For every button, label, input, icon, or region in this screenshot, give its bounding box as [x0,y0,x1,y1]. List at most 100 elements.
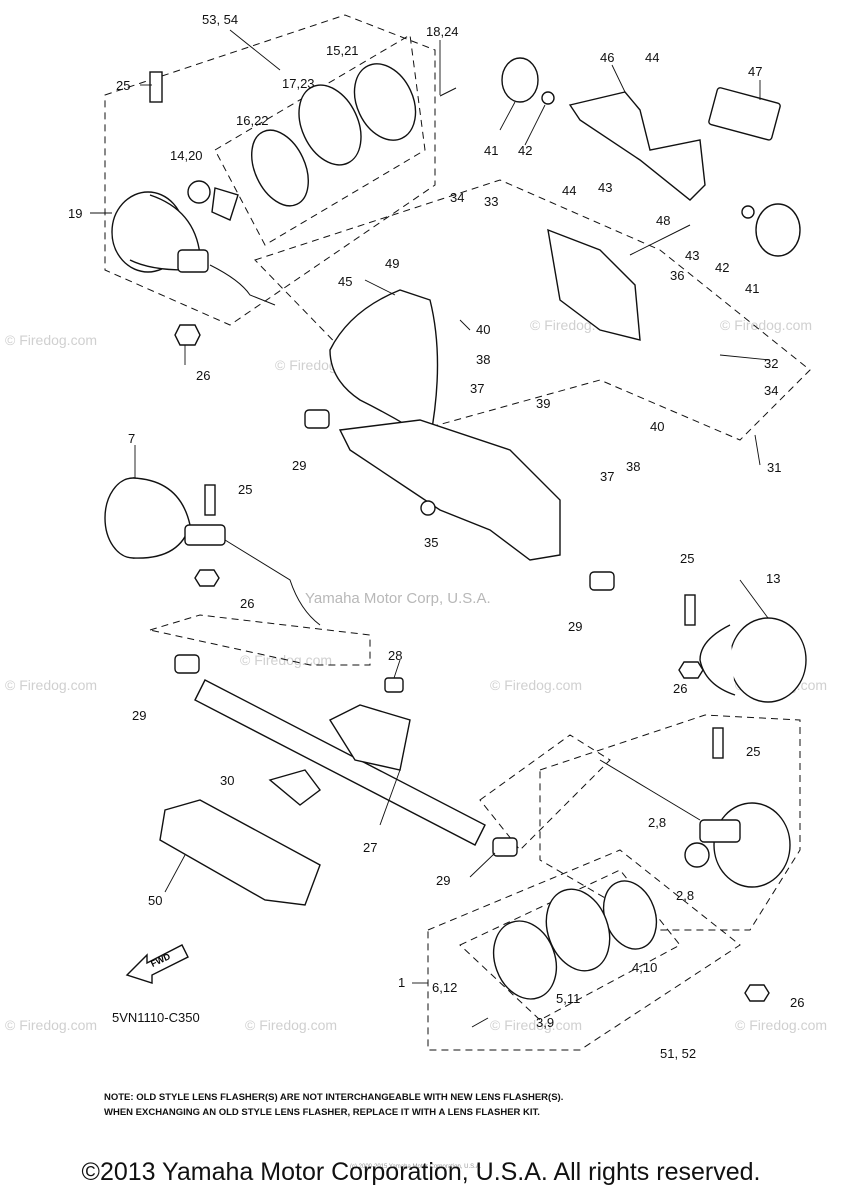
part-label: 27 [363,840,377,855]
outline-wire-center [479,734,611,851]
part-label: 26 [790,995,804,1010]
bracket-plate [547,228,641,341]
part-label: 29 [292,458,306,473]
screw-18 [439,87,457,97]
part-label: 44 [562,183,576,198]
leader-lines [90,29,771,984]
tube-27 [194,679,486,846]
part-label: 40 [476,322,490,337]
part-label: 3,9 [536,1015,554,1030]
part-label: 17,23 [282,76,315,91]
bulb-2 [684,842,710,868]
nut-26-top [174,324,201,346]
part-label: 2,8 [648,815,666,830]
part-label: 50 [148,893,162,908]
bolt-25-rear [712,727,724,759]
watermark: © Firedog.com [735,1017,827,1033]
reflector-41-right [755,203,801,257]
part-label: 28 [388,648,402,663]
grommet-29-bottom [492,837,518,857]
part-label: 29 [568,619,582,634]
part-label: 25 [238,482,252,497]
grommet-29-top [304,409,330,429]
part-label: 41 [484,143,498,158]
gasket-16 [251,129,309,207]
watermark: © Firedog.com [720,317,812,333]
flasher-13-body [699,624,736,696]
part-label: 26 [196,368,210,383]
bolt-25-right [684,594,696,626]
part-label: 7 [128,431,135,446]
washer-42 [541,91,555,105]
reflector-47 [708,87,781,141]
flasher-rear-body [713,802,791,888]
part-label: 31 [767,460,781,475]
part-label: 43 [685,248,699,263]
grommet-35 [420,500,436,516]
part-label: 33 [484,194,498,209]
watermark: © Firedog.com [5,332,97,348]
washer-42-right [741,205,755,219]
part-label: 42 [518,143,532,158]
part-label: 19 [68,206,82,221]
screw-6 [471,1017,489,1028]
copyright: ©2013 Yamaha Motor Corporation, U.S.A. A… [81,1158,761,1186]
grommet-29-left [174,654,200,674]
part-label: 44 [645,50,659,65]
part-label: 35 [424,535,438,550]
ring-17 [298,84,362,166]
fwd-arrow: FWD [122,935,192,990]
part-label: 14,20 [170,148,203,163]
watermark: © Firedog.com [5,1017,97,1033]
outline-rear-flasher [539,714,801,931]
part-label: 29 [132,708,146,723]
note-line: WHEN EXCHANGING AN OLD STYLE LENS FLASHE… [104,1107,540,1118]
part-label: 15,21 [326,43,359,58]
part-label: 46 [600,50,614,65]
part-label: 4,10 [632,960,657,975]
note: NOTE: OLD STYLE LENS FLASHER(S) ARE NOT … [104,1090,754,1120]
bulb-14 [187,180,211,204]
outline-wire-left [148,614,371,666]
part-label: 25 [746,744,760,759]
nut-26-left [194,569,220,587]
bolt-25-left [204,484,216,516]
flasher-7-stem [184,524,226,546]
part-label: 34 [450,190,464,205]
part-label: 49 [385,256,399,271]
watermark: © Firedog.com [245,1017,337,1033]
part-label: 30 [220,773,234,788]
part-label: 51, 52 [660,1046,696,1061]
nut-26-right [678,661,704,679]
part-label: 25 [116,78,130,93]
stay-31 [338,419,561,561]
clip-30 [268,769,321,806]
flasher-7-body [132,477,191,559]
fender-45 [329,289,439,442]
watermark: © Firedog.com [490,1017,582,1033]
ring-5 [545,888,611,972]
bolt-25-top [149,71,163,103]
screw-28 [384,677,404,693]
bracket-46 [568,91,706,201]
flasher-rear-stem [699,819,741,843]
center-watermark: Yamaha Motor Corp, U.S.A. [305,590,491,607]
part-label: 43 [598,180,612,195]
part-label: 40 [650,419,664,434]
part-label: 41 [745,281,759,296]
part-label: 29 [436,873,450,888]
part-label: 18,24 [426,24,459,39]
part-label: 38 [476,352,490,367]
part-label: 36 [670,268,684,283]
part-label: 34 [764,383,778,398]
watermark: © Firedog.com [5,677,97,693]
part-label: 53, 54 [202,12,238,27]
watermarks: © Firedog.com © Firedog.com © Firedog.co… [5,317,827,1033]
part-label: 25 [680,551,694,566]
part-label: 13 [766,571,780,586]
note-line: NOTE: OLD STYLE LENS FLASHER(S) ARE NOT … [104,1092,564,1103]
parts [104,57,807,1028]
grommet-29-right [589,571,615,591]
part-label: 48 [656,213,670,228]
